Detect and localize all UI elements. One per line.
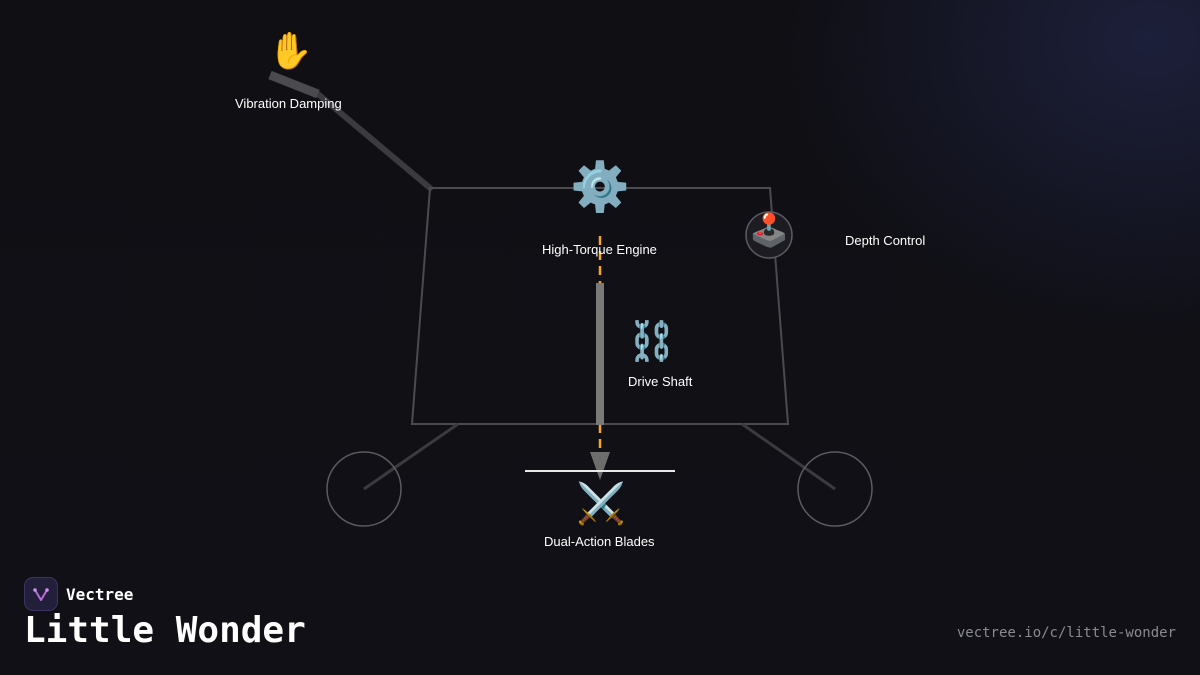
- drive-shaft-label: Drive Shaft: [628, 374, 693, 389]
- vibration-damping-label: Vibration Damping: [235, 96, 342, 111]
- depth-control-label: Depth Control: [845, 233, 926, 248]
- flow-arrowhead: [590, 452, 610, 480]
- depth-control-knob: [745, 211, 793, 259]
- brand: Vectree: [24, 577, 133, 611]
- raised-hand-icon: ✋: [268, 31, 313, 72]
- blades-label: Dual-Action Blades: [544, 534, 655, 549]
- handle-grip: [268, 70, 320, 99]
- drive-shaft-bar: [596, 283, 604, 425]
- engine-label: High-Torque Engine: [542, 242, 657, 257]
- handle-bar: [315, 91, 433, 191]
- crossed-swords-icon: ⚔️: [576, 481, 626, 527]
- left-wheel-strut: [363, 422, 459, 491]
- source-url[interactable]: vectree.io/c/little-wonder: [956, 625, 1176, 641]
- joystick-icon: 🕹️: [749, 211, 789, 249]
- deck-frame: [410, 187, 790, 425]
- chain-icon: ⛓️: [628, 319, 676, 363]
- right-wheel: [797, 451, 873, 527]
- brand-logo-icon: [24, 577, 58, 611]
- right-wheel-strut: [741, 422, 836, 491]
- gear-icon: ⚙️: [570, 159, 630, 215]
- left-wheel: [326, 451, 402, 527]
- page-title: Little Wonder: [24, 610, 306, 651]
- brand-name: Vectree: [66, 584, 134, 604]
